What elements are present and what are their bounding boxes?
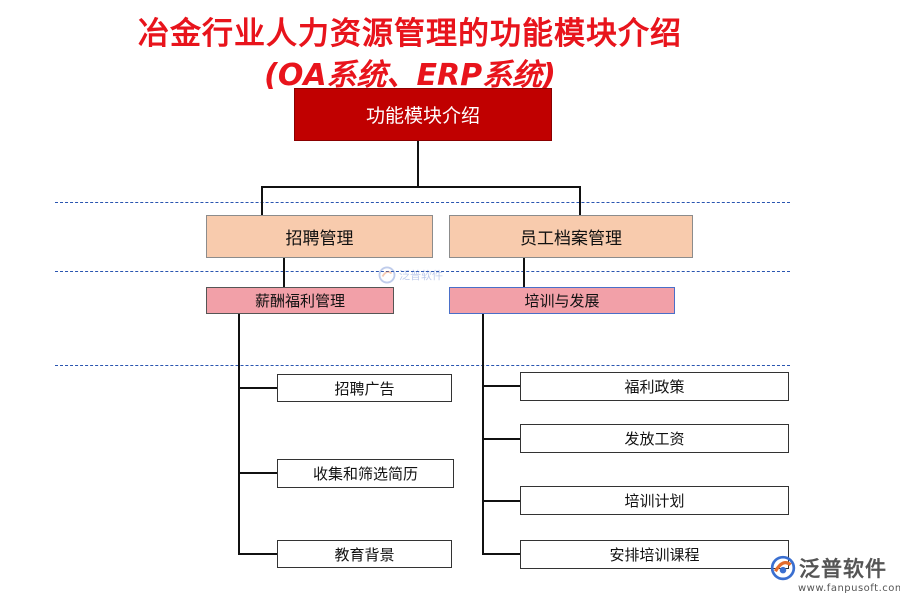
connector-line — [238, 553, 278, 555]
connector-line — [482, 314, 484, 555]
node-employee-records: 员工档案管理 — [449, 215, 693, 258]
connector-line — [482, 385, 520, 387]
watermark: 泛普软件 — [378, 266, 443, 284]
node-recruitment: 招聘管理 — [206, 215, 433, 258]
watermark-text: 泛普软件 — [399, 269, 443, 282]
connector-line — [482, 553, 520, 555]
leaf-node: 安排培训课程 — [520, 540, 789, 569]
node-training: 培训与发展 — [449, 287, 675, 314]
brand-logo: 泛普软件 — [770, 553, 887, 583]
leaf-node: 培训计划 — [520, 486, 789, 515]
dashed-separator — [55, 271, 790, 272]
connector-line — [261, 186, 263, 215]
page-subtitle: (OA系统、ERP系统) — [264, 58, 556, 93]
connector-line — [523, 258, 525, 287]
leaf-node: 收集和筛选简历 — [277, 459, 454, 488]
leaf-node: 教育背景 — [277, 540, 452, 568]
connector-line — [283, 258, 285, 287]
leaf-node: 发放工资 — [520, 424, 789, 453]
logo-text: 泛普软件 — [799, 557, 887, 581]
leaf-node: 福利政策 — [520, 372, 789, 401]
page-title: 冶金行业人力资源管理的功能模块介绍 — [138, 16, 682, 52]
root-node: 功能模块介绍 — [294, 88, 552, 141]
fanpu-logo-icon — [378, 266, 396, 284]
dashed-separator — [55, 202, 790, 203]
connector-line — [482, 438, 520, 440]
connector-line — [261, 186, 581, 188]
connector-line — [482, 500, 520, 502]
connector-line — [238, 387, 278, 389]
dashed-separator — [55, 365, 790, 366]
connector-line — [238, 472, 278, 474]
leaf-node: 招聘广告 — [277, 374, 452, 402]
connector-line — [579, 186, 581, 215]
fanpu-logo-icon — [770, 555, 796, 581]
logo-url: www.fanpusoft.com — [798, 583, 900, 594]
connector-line — [417, 140, 419, 187]
connector-line — [238, 314, 240, 555]
node-compensation: 薪酬福利管理 — [206, 287, 394, 314]
